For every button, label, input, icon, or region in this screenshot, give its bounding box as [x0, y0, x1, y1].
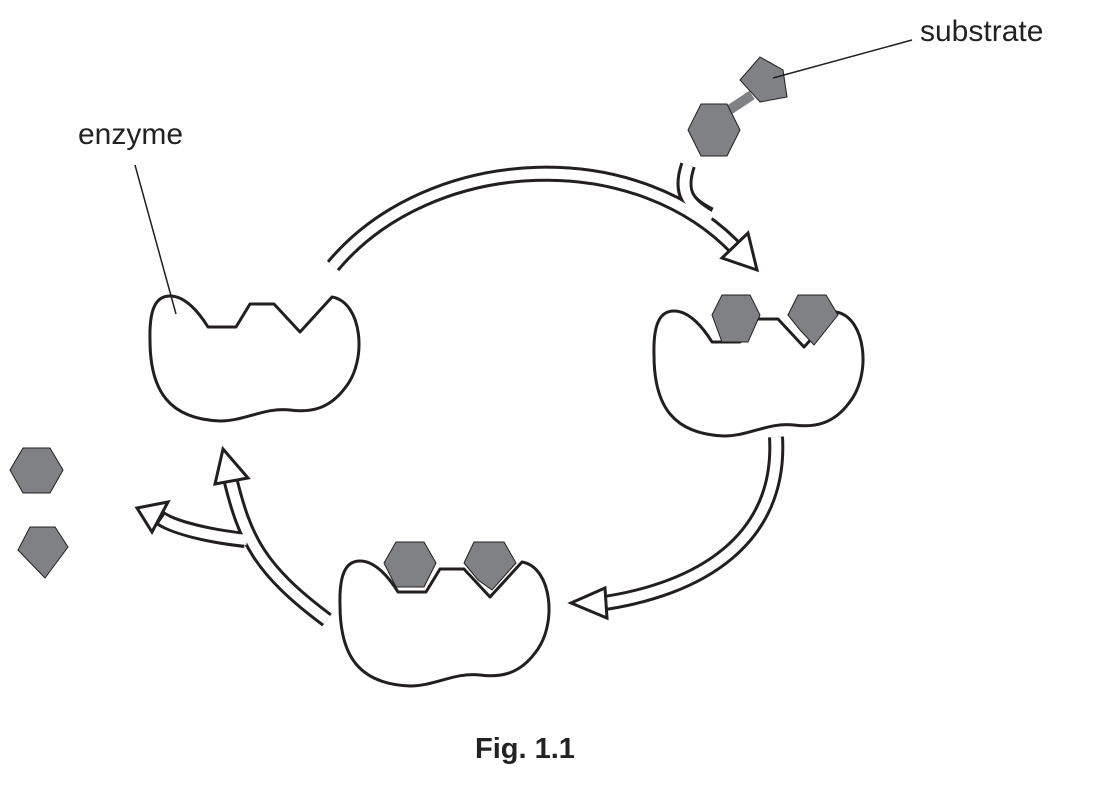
- substrate-label: substrate: [920, 15, 1044, 48]
- enzyme-leader-line: [134, 164, 177, 315]
- released-products: [9, 447, 69, 579]
- bound-products: [383, 541, 517, 591]
- enzyme-product-complex: [338, 559, 551, 688]
- figure-caption: Fig. 1.1: [475, 733, 575, 765]
- enzyme-free: [148, 294, 361, 423]
- substrate-leader-line: [772, 39, 913, 79]
- arrow-binding: [326, 162, 760, 273]
- bound-substrate: [711, 294, 839, 346]
- enzyme-substrate-complex: [652, 309, 865, 438]
- enzyme-label: enzyme: [78, 118, 184, 151]
- substrate-molecule: [687, 56, 788, 157]
- arrow-reaction: [567, 436, 785, 621]
- arrow-release: [134, 445, 332, 627]
